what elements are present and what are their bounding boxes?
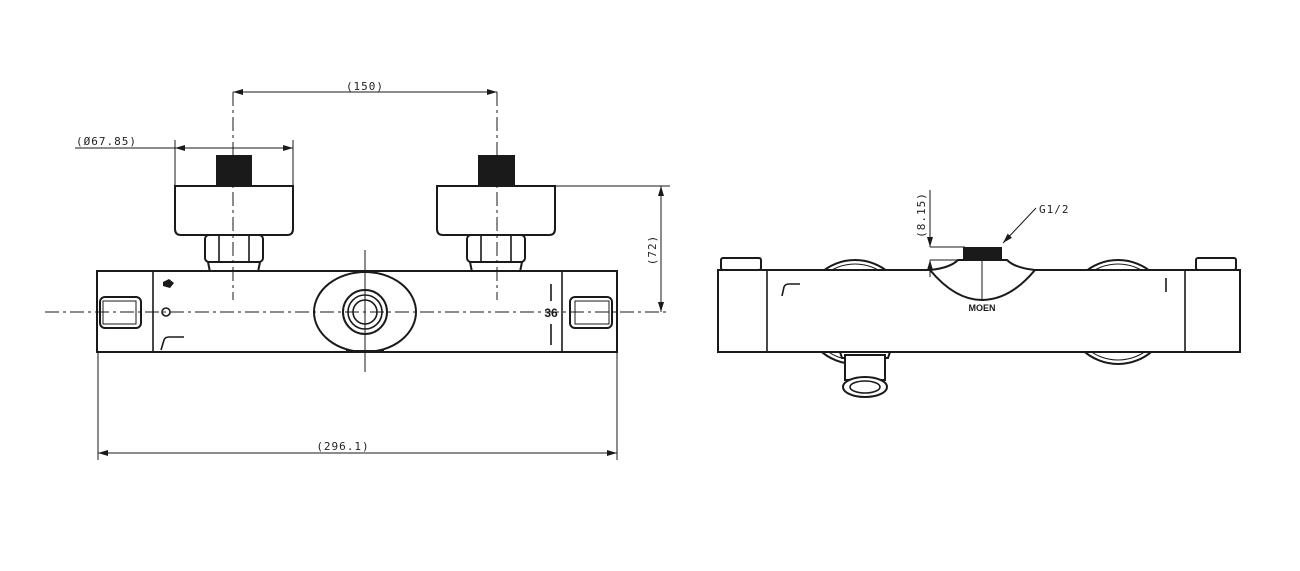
g12-thread <box>963 247 1002 260</box>
side-view: MOEN (8.15) G1/2 <box>717 190 1241 398</box>
front-view: 36 (150) (Ø67.85) (72) (296.1) <box>45 80 670 460</box>
left-inlet <box>174 155 294 280</box>
temperature-label: 36 <box>544 306 558 320</box>
brand-mark: MOEN <box>969 303 996 313</box>
hot-symbol-icon <box>160 336 184 351</box>
right-inlet <box>436 155 556 280</box>
dim-center-distance: (150) <box>346 80 384 93</box>
dim-thread-length: (8.15) <box>915 192 928 238</box>
hot-symbol-icon-side <box>781 283 800 297</box>
outlet-nozzle <box>842 376 888 398</box>
dim-escutcheon-diameter: (Ø67.85) <box>76 135 137 148</box>
thread-callout: G1/2 <box>1039 203 1070 216</box>
dim-height: (72) <box>646 235 659 266</box>
shower-icon <box>163 279 174 288</box>
dim-overall-length: (296.1) <box>316 440 369 453</box>
